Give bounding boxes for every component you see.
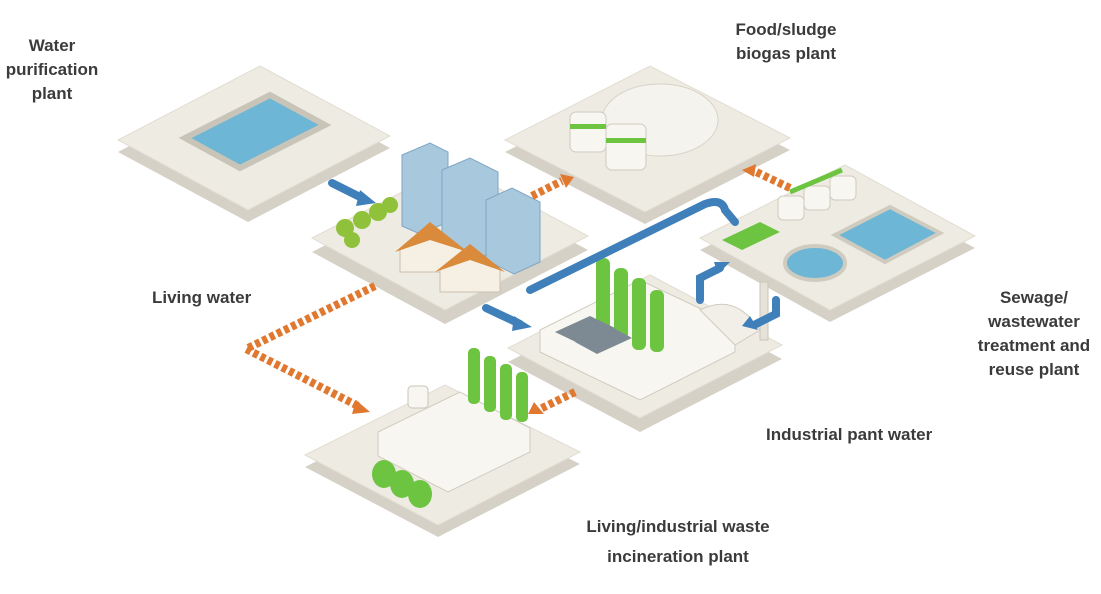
trees <box>336 197 398 248</box>
label-water-purification: Water purification plant <box>0 34 104 106</box>
label-line: purification <box>5 60 99 79</box>
clarifier-tank <box>783 244 847 282</box>
arrow-sewage-to-biogas <box>750 166 792 192</box>
houses <box>395 222 505 293</box>
label-line: Industrial pant water <box>766 425 933 444</box>
label-living-water: Living water <box>152 286 251 310</box>
incineration-platform <box>303 348 582 537</box>
incinerator-building <box>377 391 531 493</box>
biogas-tank <box>569 111 607 153</box>
apartment-buildings <box>401 142 541 275</box>
label-incineration: Living/industrial waste incineration pla… <box>572 512 784 572</box>
arrow-residential-to-biogas <box>530 177 564 200</box>
label-line: Water <box>28 36 76 55</box>
label-line: biogas plant <box>735 44 837 63</box>
label-line: wastewater <box>988 312 1080 331</box>
pipe-industrial-to-sewage <box>696 264 724 304</box>
label-line: Living water <box>152 288 252 307</box>
water-tower <box>407 385 429 409</box>
biogas-platform <box>503 65 792 224</box>
label-sewage: Sewage/ wastewater treatment and reuse p… <box>970 286 1098 382</box>
label-line: treatment and <box>977 336 1091 355</box>
biogas-tank <box>605 123 647 171</box>
pipe-sewage-to-industrial <box>752 296 780 328</box>
water-purification-platform <box>116 65 392 222</box>
sewage-tanks <box>777 167 857 221</box>
pipe-city-loop <box>526 198 739 294</box>
blue-pipe-arrowheads <box>356 190 758 331</box>
label-industrial-water: Industrial pant water <box>766 423 932 447</box>
green-waste-bags <box>372 460 432 508</box>
label-line: plant <box>31 84 73 103</box>
label-line: incineration plant <box>607 547 749 566</box>
solar-panels <box>555 316 632 354</box>
label-food-sludge: Food/sludge biogas plant <box>724 18 848 66</box>
pipe-purification-to-residential <box>328 179 366 202</box>
sewage-platform <box>698 164 977 322</box>
label-line: reuse plant <box>988 360 1080 379</box>
water-basin <box>178 91 332 172</box>
green-filter-bed <box>722 222 780 250</box>
label-line: Food/sludge <box>735 20 837 39</box>
label-line: Sewage/ <box>999 288 1069 307</box>
orange-arrowheads <box>352 164 756 414</box>
arrow-industrial-to-incineration <box>538 388 577 413</box>
industrial-platform <box>506 258 784 432</box>
label-line: Living/industrial waste <box>586 517 770 536</box>
smokestack <box>759 281 769 341</box>
incinerator-chimneys <box>468 348 528 422</box>
treatment-basin <box>830 204 945 265</box>
green-chimneys <box>596 258 664 352</box>
residential-platform <box>310 142 590 324</box>
orange-arrows <box>237 166 792 413</box>
arrow-residential-to-incineration <box>237 282 377 411</box>
